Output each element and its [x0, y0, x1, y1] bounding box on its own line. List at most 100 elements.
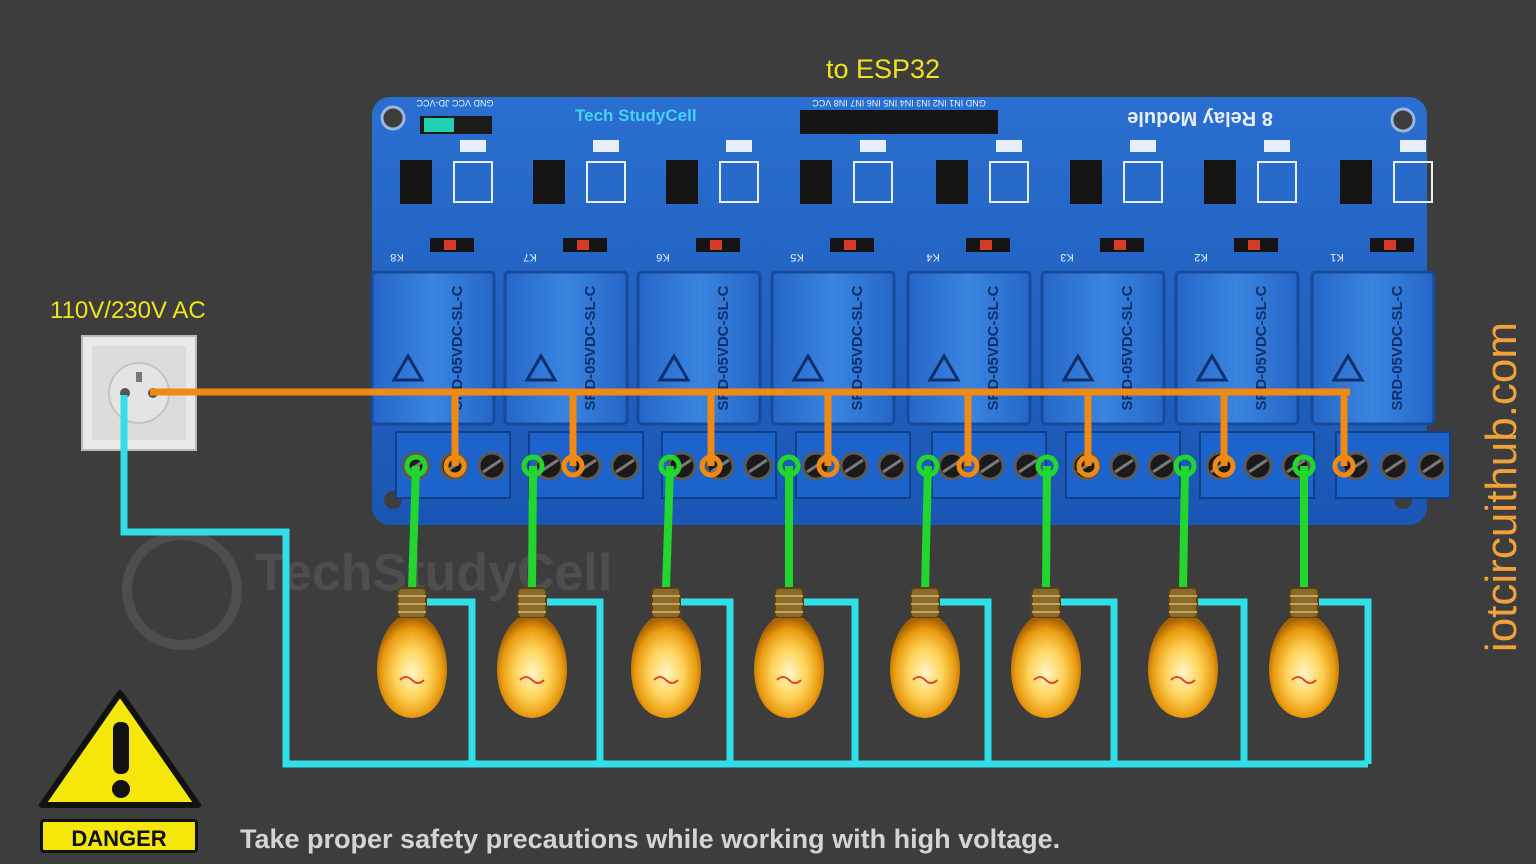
load-terminal-connection [1173, 454, 1197, 478]
bulb-glass [377, 618, 447, 718]
light-bulb [1148, 587, 1218, 718]
watermark-text: TechStudyCell [255, 544, 612, 602]
indicator-led [1400, 140, 1426, 152]
relay-part-label: SRD-05VDC-SL-C [582, 285, 599, 410]
bulb-filament [1033, 676, 1059, 684]
load-terminal-connection [1035, 454, 1059, 478]
diode-band [577, 240, 589, 250]
website-label: iotcircuithub.com [1477, 321, 1526, 653]
indicator-led [460, 140, 486, 152]
load-wire [1179, 465, 1189, 591]
relay: SRD-05VDC-SL-C [636, 270, 762, 426]
bulb-glass [1011, 618, 1081, 718]
optocoupler [666, 160, 698, 204]
bulb-glass [1148, 618, 1218, 718]
phase-terminal-connection [699, 454, 723, 478]
screw-terminal [795, 431, 911, 499]
relay-part-label: SRD-05VDC-SL-C [849, 285, 866, 410]
light-bulb [1269, 587, 1339, 718]
ac-supply-label: 110V/230V AC [50, 297, 206, 324]
bulb-filament [519, 676, 545, 684]
optocoupler [1204, 160, 1236, 204]
optocoupler [936, 160, 968, 204]
relay-module-board: Tech StudyCell 8 Relay Module GND IN1 IN… [370, 97, 1451, 525]
bulb-glass [631, 618, 701, 718]
esp32-label: to ESP32 [826, 54, 941, 84]
load-wire [921, 465, 932, 591]
load-terminal-connection [521, 454, 545, 478]
load-terminal-connection [658, 454, 682, 478]
optocoupler [800, 160, 832, 204]
pcb-brand-label: Tech StudyCell [575, 106, 697, 125]
resistor-pad [453, 161, 493, 203]
load-wire [1042, 465, 1051, 591]
bulb-glass [890, 618, 960, 718]
load-wire [528, 465, 537, 591]
diode-band [1248, 240, 1260, 250]
resistor-pad [853, 161, 893, 203]
light-bulb [377, 587, 447, 718]
relay-part-label: SRD-05VDC-SL-C [985, 285, 1002, 410]
danger-label: DANGER [40, 819, 198, 853]
load-terminal-connection [404, 454, 428, 478]
safety-warning-text: Take proper safety precautions while wor… [240, 824, 1061, 854]
light-bulb [890, 587, 960, 718]
jumper: GND VCC JD-VCC [416, 98, 494, 134]
relay-id-label: K1 [1330, 251, 1343, 263]
relay-id-label: K4 [926, 251, 939, 263]
resistor-pad [1257, 161, 1297, 203]
resistor-pad [1123, 161, 1163, 203]
relay: SRD-05VDC-SL-C [906, 270, 1032, 426]
phase-terminal-connection [1212, 454, 1236, 478]
diode-band [444, 240, 456, 250]
phase-terminal-connection [816, 454, 840, 478]
load-terminal-connection [916, 454, 940, 478]
relay-part-label: SRD-05VDC-SL-C [449, 285, 466, 410]
relay: SRD-05VDC-SL-C [1174, 270, 1300, 426]
indicator-led [1264, 140, 1290, 152]
wiring [120, 388, 1372, 768]
diode-band [844, 240, 856, 250]
relay: SRD-05VDC-SL-C [503, 270, 629, 426]
bulb-glass [1269, 618, 1339, 718]
indicator-led [860, 140, 886, 152]
relay-id-label: K5 [790, 251, 803, 263]
relay-id-label: K2 [1194, 251, 1207, 263]
diode-band [1384, 240, 1396, 250]
phase-terminal-connection [443, 454, 467, 478]
module-title: 8 Relay Module [1127, 107, 1273, 129]
light-bulb [497, 587, 567, 718]
load-wire [408, 465, 420, 591]
neutral-branch-wire [1314, 598, 1372, 764]
load-terminal-connection [1292, 454, 1316, 478]
relay-id-label: K7 [523, 251, 536, 263]
relay-id-label: K6 [656, 251, 669, 263]
optocoupler [533, 160, 565, 204]
relay: SRD-05VDC-SL-C [370, 270, 496, 426]
neutral-branch-wire [542, 598, 604, 764]
relay-part-label: SRD-05VDC-SL-C [1253, 285, 1270, 410]
diode-band [710, 240, 722, 250]
pin-header: GND IN1 IN2 IN3 IN4 IN5 IN6 IN7 IN8 VCC [800, 98, 998, 134]
indicator-led [1130, 140, 1156, 152]
bulb-filament [1291, 676, 1317, 684]
light-bulb [631, 587, 701, 718]
bulb-filament [776, 676, 802, 684]
resistor-pad [719, 161, 759, 203]
danger-warning-sign [39, 690, 201, 808]
screw-terminal [931, 431, 1047, 499]
light-bulb [1011, 587, 1081, 718]
relay: SRD-05VDC-SL-C [770, 270, 896, 426]
relay-part-label: SRD-05VDC-SL-C [1119, 285, 1136, 410]
phase-terminal-connection [1076, 454, 1100, 478]
optocoupler [1340, 160, 1372, 204]
bulb-filament [653, 676, 679, 684]
resistor-pad [586, 161, 626, 203]
neutral-wire [120, 395, 1368, 768]
load-terminal-connection [777, 454, 801, 478]
phase-terminal-connection [561, 454, 585, 478]
relay: SRD-05VDC-SL-C [1310, 270, 1436, 426]
bulb-filament [912, 676, 938, 684]
bulb-row [377, 587, 1339, 718]
